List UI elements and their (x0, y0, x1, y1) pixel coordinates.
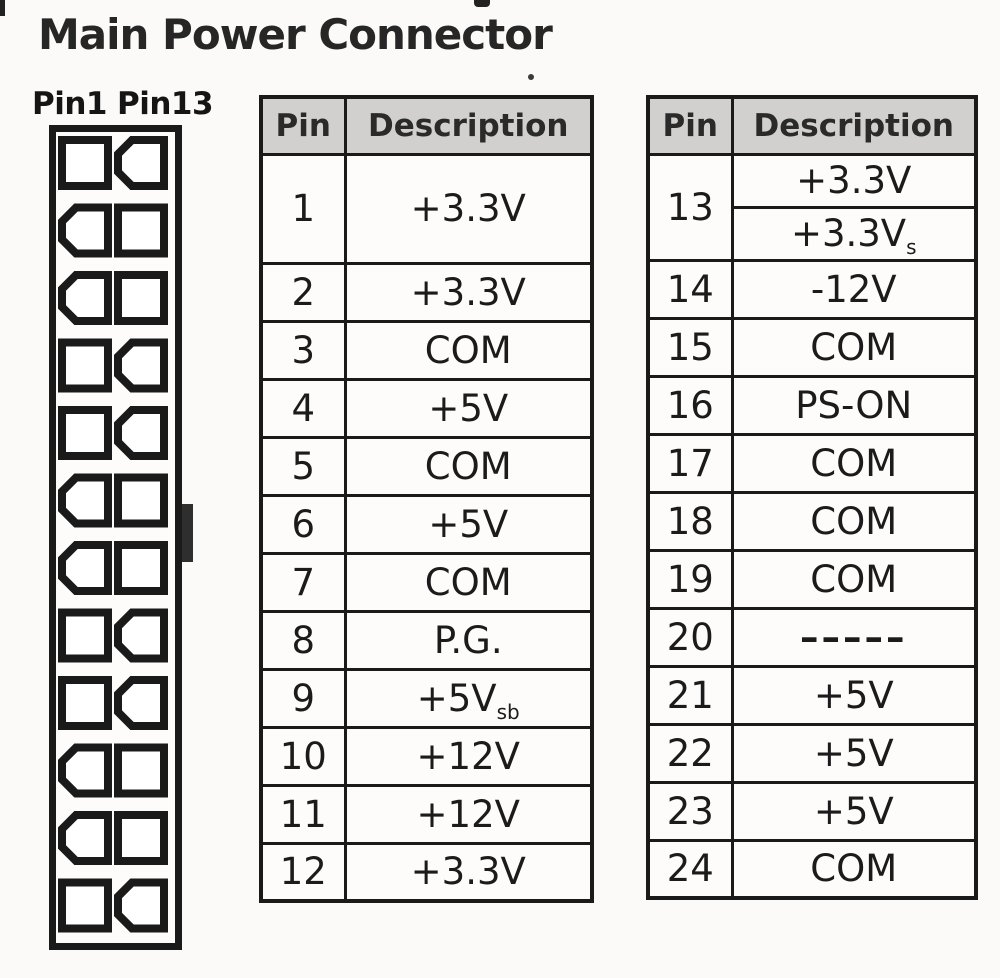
description-cell: +5V (343, 377, 594, 439)
pin-hole-square (58, 676, 112, 730)
description-column-header: Description (730, 95, 978, 156)
pin-hole-square (114, 473, 168, 528)
pin-number-cell: 4 (259, 377, 347, 439)
pin-number-cell: 1 (259, 152, 347, 265)
pin-hole-square (114, 203, 168, 258)
pin-number-cell: 22 (646, 722, 734, 784)
description-cell: +5V (730, 664, 978, 726)
pin-hole-chamfered (114, 608, 168, 663)
pin-hole-square (114, 743, 168, 798)
description-cell: +5V (730, 780, 978, 842)
pin-number-cell: 3 (259, 319, 347, 381)
description-column-header: Description (343, 95, 594, 156)
pin-number-cell: 8 (259, 609, 347, 671)
pin13-label: Pin13 (117, 86, 214, 122)
pin-hole-chamfered (58, 811, 112, 865)
description-cell: PS-ON (730, 374, 978, 436)
description-cell: +3.3V (343, 841, 594, 903)
description-cell: +3.3V (343, 261, 594, 323)
pin1-label: Pin1 (32, 86, 108, 122)
description-cell: COM (343, 319, 594, 381)
pin-hole-chamfered (114, 878, 168, 933)
description-cell: COM (343, 551, 594, 613)
voltage-subscript: sb (496, 699, 520, 724)
pin-hole-square (114, 541, 168, 595)
pin-number-cell: 24 (646, 838, 734, 900)
pin-hole-chamfered (58, 271, 112, 325)
pin-number-cell: 17 (646, 432, 734, 494)
pin-number-cell: 5 (259, 435, 347, 497)
description-cell: +5V (730, 722, 978, 784)
pin-number-cell: 11 (259, 783, 347, 845)
pin-number-cell: 6 (259, 493, 347, 555)
description-cell: +5V (343, 493, 594, 555)
description-cell: COM (343, 435, 594, 497)
pin-column-header: Pin (259, 95, 347, 156)
pin-hole-square (58, 338, 112, 393)
scan-artifact (474, 0, 490, 7)
pin-hole-square (58, 136, 112, 190)
pin-hole-square (114, 271, 168, 325)
pin-number-cell: 10 (259, 725, 347, 787)
pin-number-cell: 21 (646, 664, 734, 726)
description-cell: P.G. (343, 609, 594, 671)
description-cell: +3.3V (343, 152, 594, 265)
description-cell: +5Vsb (343, 667, 594, 729)
description-cell: ––––– (730, 606, 978, 668)
page-title: Main Power Connector (38, 10, 553, 59)
pin-hole-square (114, 811, 168, 865)
pin-hole-chamfered (114, 338, 168, 393)
pin-hole-chamfered (58, 203, 112, 258)
pin-hole-chamfered (114, 136, 168, 190)
pin-number-cell: 23 (646, 780, 734, 842)
pin-hole-chamfered (58, 473, 112, 528)
pin-number-cell: 16 (646, 374, 734, 436)
pin-hole-square (58, 406, 112, 460)
voltage-subscript: s (906, 235, 917, 259)
pin-number-cell: 7 (259, 551, 347, 613)
description-cell: -12V (730, 258, 978, 320)
connector-body (49, 125, 182, 950)
description-cell: COM (730, 490, 978, 552)
pin-hole-square (58, 878, 112, 933)
pin-hole-chamfered (58, 541, 112, 595)
pin-number-cell: 2 (259, 261, 347, 323)
description-cell: +12V (343, 725, 594, 787)
pin-hole-chamfered (114, 676, 168, 730)
pin-number-cell: 14 (646, 258, 734, 320)
pin-hole-chamfered (114, 406, 168, 460)
pin-number-cell: 20 (646, 606, 734, 668)
pin-hole-square (58, 608, 112, 663)
pin-hole-chamfered (58, 743, 112, 798)
scan-artifact (0, 0, 5, 16)
description-cell: COM (730, 432, 978, 494)
description-cell: COM (730, 316, 978, 378)
description-cell: +3.3V (730, 152, 978, 209)
pin-number-cell: 12 (259, 841, 347, 903)
description-cell: COM (730, 548, 978, 610)
pin-column-header: Pin (646, 95, 734, 156)
pin-number-cell: 19 (646, 548, 734, 610)
description-cell: +12V (343, 783, 594, 845)
pin-number-cell: 18 (646, 490, 734, 552)
atx-24pin-connector-diagram (49, 125, 193, 950)
pin-number-cell: 13 (646, 152, 734, 262)
scan-artifact (528, 74, 534, 80)
no-connection-dashes: ––––– (800, 615, 908, 659)
pin-number-cell: 15 (646, 316, 734, 378)
description-cell: COM (730, 838, 978, 900)
pin-number-cell: 9 (259, 667, 347, 729)
description-cell: +3.3Vs (730, 205, 978, 262)
